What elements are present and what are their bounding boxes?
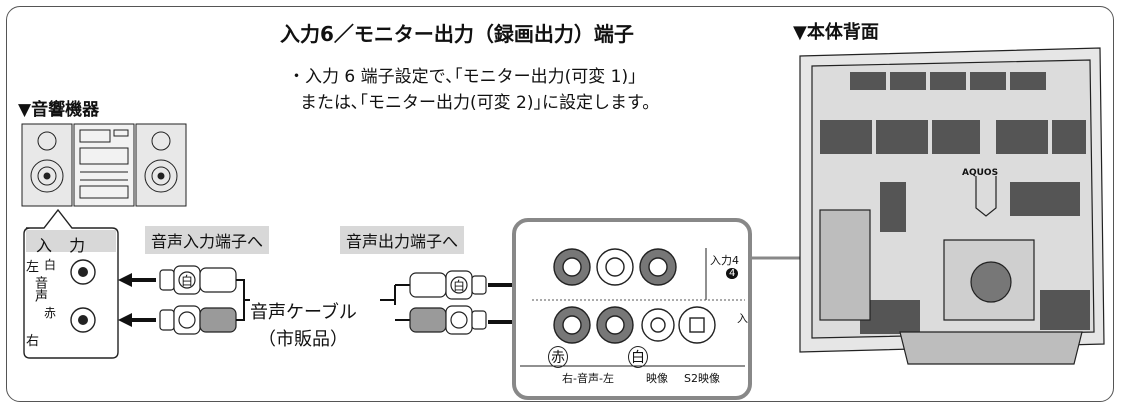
input4-number: 4 bbox=[726, 268, 739, 279]
white-mark: 白 bbox=[628, 346, 648, 368]
side-mark: 入 bbox=[737, 312, 748, 325]
audio-device-label: ▼音響機器 bbox=[18, 100, 100, 120]
panel-jack-white-label: 白 bbox=[44, 258, 57, 272]
panel-jack-white bbox=[70, 259, 96, 285]
plug-red-left-label: 赤 bbox=[181, 314, 194, 328]
plug-white-right-label: 白 bbox=[453, 279, 466, 293]
plug-red-right-label: 赤 bbox=[453, 314, 466, 328]
terminal-label-audio: 右-音声-左 bbox=[562, 372, 614, 385]
plug-white-right bbox=[409, 270, 487, 300]
panel-middle-label: 音声 bbox=[32, 276, 47, 302]
panel-right-label: 右 bbox=[26, 334, 40, 349]
input4-label: 入力4 bbox=[710, 254, 739, 267]
section-title: 入力6／モニター出力（録画出力）端子 bbox=[280, 22, 634, 46]
cable-label: 音声ケーブル bbox=[250, 302, 357, 323]
audio-output-tag: 音声出力端子へ bbox=[340, 226, 465, 254]
panel-jack-red bbox=[70, 307, 96, 333]
audio-input-tag: 音声入力端子へ bbox=[145, 226, 270, 254]
arrow-to-audio-in bbox=[118, 273, 156, 327]
panel-left-label: 左 bbox=[26, 260, 40, 275]
terminal-label-video: 映像 bbox=[646, 372, 668, 385]
audio-cable bbox=[236, 279, 410, 321]
diagram-frame bbox=[6, 6, 1114, 402]
plug-white-left bbox=[159, 265, 237, 295]
audio-input-panel bbox=[23, 208, 119, 359]
tv-brand-logo: AQUOS bbox=[962, 168, 999, 178]
tv-back-illustration bbox=[799, 47, 1105, 365]
cable-sublabel: （市販品） bbox=[258, 329, 348, 350]
plug-red-left bbox=[159, 305, 237, 335]
panel-jack-red-label: 赤 bbox=[44, 306, 57, 320]
setting-note-line1: ・入力 6 端子設定で､｢モニター出力(可変 1)｣ bbox=[288, 67, 637, 87]
plug-white-left-label: 白 bbox=[181, 274, 194, 288]
panel-header-label: 入 力 bbox=[36, 236, 92, 255]
tv-back-label: ▼本体背面 bbox=[793, 22, 879, 43]
terminal-label-s2: S2映像 bbox=[684, 372, 720, 385]
stereo-system-illustration bbox=[21, 123, 187, 207]
terminal-panel bbox=[512, 218, 752, 400]
setting-note-line2: または､｢モニター出力(可変 2)｣に設定します。 bbox=[300, 93, 660, 113]
red-mark: 赤 bbox=[548, 346, 568, 368]
plug-red-right bbox=[409, 305, 487, 335]
